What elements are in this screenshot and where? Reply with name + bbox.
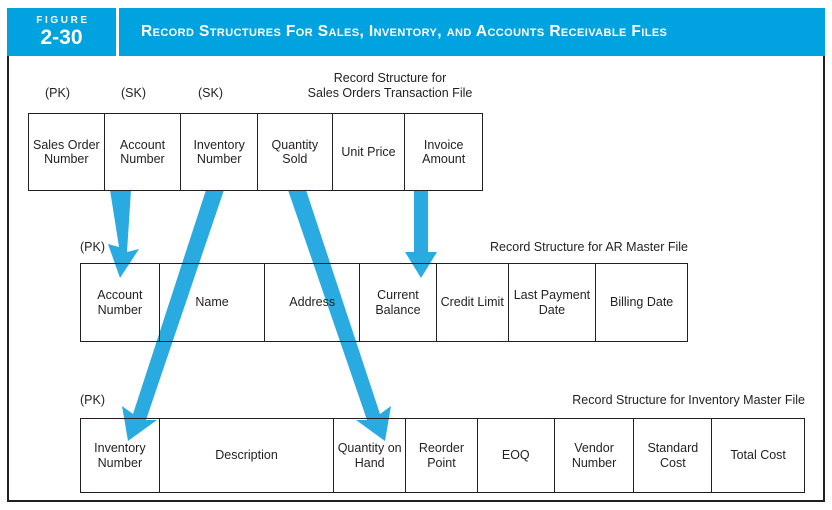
- field-quantity-sold: Quantity Sold: [258, 114, 333, 190]
- record-table-inventory-master: Inventory Number Description Quantity on…: [80, 418, 805, 493]
- figure-word-label: FIGURE: [36, 15, 90, 26]
- figure-banner: FIGURE 2-30 Record Structures For Sales,…: [7, 8, 825, 56]
- field-sales-order-number: Sales Order Number: [29, 114, 105, 190]
- field-inventory-number: Inventory Number: [181, 114, 258, 190]
- figure-number-block: FIGURE 2-30: [7, 8, 119, 56]
- inv-field-inventory-number: Inventory Number: [81, 419, 160, 492]
- inv-field-description: Description: [160, 419, 335, 492]
- ar-field-billing-date: Billing Date: [610, 295, 674, 310]
- inv-field-vendor-number: Vendor Number: [555, 419, 635, 492]
- inv-field-reorder-point: Reorder Point: [406, 419, 478, 492]
- inv-field-quantity-on-hand: Quantity on Hand: [334, 419, 407, 492]
- ar-field-current-balance: Current Balance: [360, 264, 437, 341]
- ar-master-key-pk: (PK): [80, 240, 105, 254]
- record-table-sales-orders: Sales Order Number Account Number Invent…: [28, 113, 483, 191]
- sales-orders-key-pk: (PK): [45, 86, 70, 100]
- ar-field-account-number: Account Number: [81, 264, 160, 341]
- ar-master-caption: Record Structure for AR Master File: [490, 240, 688, 254]
- inventory-master-caption: Record Structure for Inventory Master Fi…: [572, 393, 805, 407]
- ar-field-name: Name: [160, 264, 266, 341]
- figure-title: Record Structures For Sales, Inventory, …: [141, 23, 668, 40]
- inv-field-total-cost: Total Cost: [730, 448, 786, 463]
- sales-orders-caption: Record Structure for Sales Orders Transa…: [307, 71, 473, 100]
- inv-field-standard-cost: Standard Cost: [634, 419, 713, 492]
- field-invoice-amount: Invoice Amount: [422, 137, 466, 167]
- inventory-master-key-pk: (PK): [80, 393, 105, 407]
- ar-field-address: Address: [265, 264, 361, 341]
- field-unit-price: Unit Price: [333, 114, 406, 190]
- figure-number-label: 2-30: [40, 26, 83, 49]
- ar-field-credit-limit: Credit Limit: [437, 264, 509, 341]
- ar-field-last-payment-date: Last Payment Date: [509, 264, 597, 341]
- field-account-number: Account Number: [105, 114, 182, 190]
- record-table-ar-master: Account Number Name Address Current Bala…: [80, 263, 688, 342]
- sales-orders-key-sk-account: (SK): [121, 86, 146, 100]
- sales-orders-key-sk-inventory: (SK): [198, 86, 223, 100]
- inv-field-eoq: EOQ: [478, 419, 555, 492]
